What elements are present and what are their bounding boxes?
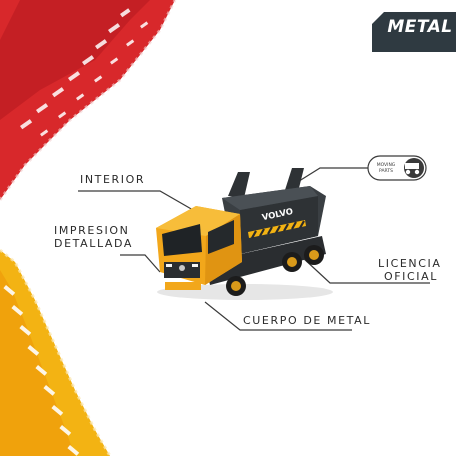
impresion-label-line2: DETALLADA <box>54 237 134 250</box>
impresion-label-line1: IMPRESION <box>54 224 130 237</box>
interior-line <box>78 190 201 215</box>
yellow-tire-track <box>0 248 112 456</box>
red-tire-track <box>0 0 177 201</box>
cuerpo-line <box>204 301 352 331</box>
metal-badge-label: METAL <box>387 17 453 37</box>
licencia-line <box>301 256 430 284</box>
licencia-label-line1: LICENCIA <box>378 257 442 270</box>
moving-parts-icon: MOVING PARTS <box>367 155 427 181</box>
truck: VOLVO <box>156 168 333 300</box>
licencia-label-line2: OFICIAL <box>384 270 439 283</box>
moving-parts-line2: PARTS <box>379 168 393 174</box>
metal-badge <box>372 12 456 52</box>
impresion-line <box>120 254 161 273</box>
callout-lines <box>78 167 430 331</box>
moving-parts-line1: MOVING <box>377 162 396 168</box>
cuerpo-label: CUERPO DE METAL <box>243 314 371 327</box>
interior-label: INTERIOR <box>80 173 146 186</box>
moving-parts-line <box>295 167 368 184</box>
